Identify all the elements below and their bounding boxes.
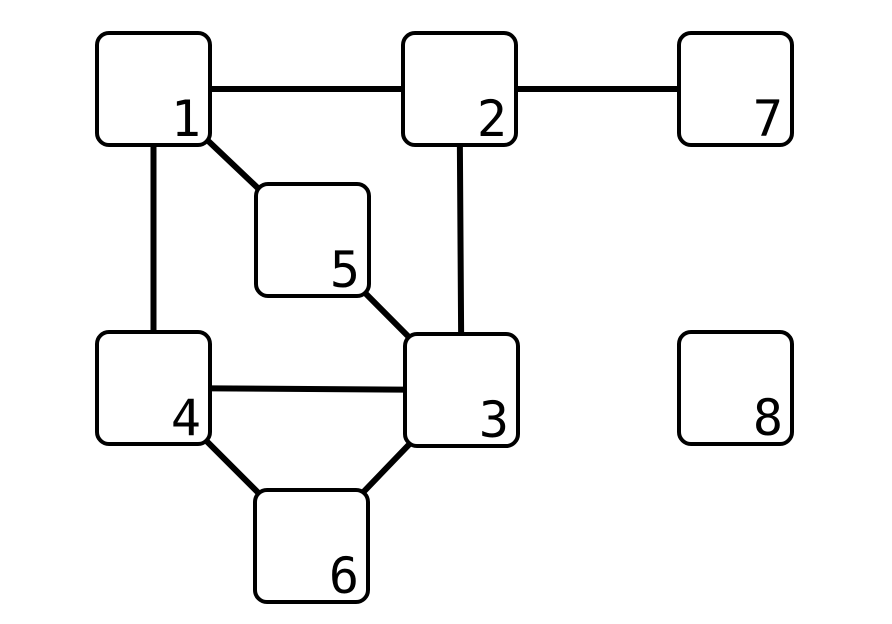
- node-5-box: [254, 182, 371, 298]
- node-6: 6: [253, 488, 370, 605]
- node-5-label: 5: [330, 241, 360, 299]
- node-2-label: 2: [477, 90, 507, 148]
- node-5: 5: [254, 182, 371, 299]
- node-7: 7: [677, 31, 794, 148]
- node-4-box: [95, 330, 212, 446]
- node-1-box: [95, 31, 212, 147]
- node-4: 4: [95, 330, 212, 447]
- node-3-label: 3: [479, 391, 509, 449]
- node-2-box: [401, 31, 518, 147]
- node-2: 2: [401, 31, 518, 148]
- node-8: 8: [677, 330, 794, 447]
- node-1-label: 1: [171, 90, 201, 148]
- nodes-layer: 1 2 7 5 4 3 8 6: [95, 31, 794, 605]
- node-8-label: 8: [753, 389, 783, 447]
- node-3-box: [403, 332, 520, 448]
- node-8-box: [677, 330, 794, 446]
- node-3: 3: [403, 332, 520, 449]
- node-6-box: [253, 488, 370, 604]
- node-7-label: 7: [753, 90, 783, 148]
- node-7-box: [677, 31, 794, 147]
- node-6-label: 6: [329, 547, 359, 605]
- node-1: 1: [95, 31, 212, 148]
- node-4-label: 4: [171, 389, 201, 447]
- edges-layer: [150, 86, 739, 549]
